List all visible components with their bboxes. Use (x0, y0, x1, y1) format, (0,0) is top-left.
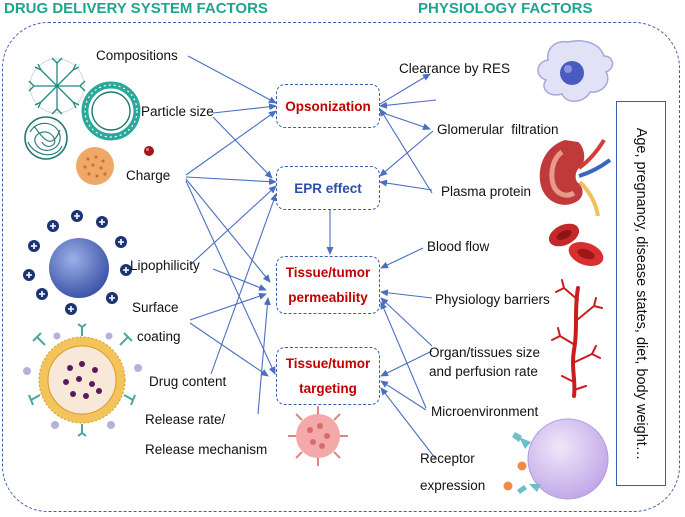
label-release-rate: Release rate/ (145, 412, 226, 427)
box-epr-effect: EPR effect (276, 166, 380, 210)
kidney-icon (539, 138, 612, 217)
label-glomerular-filtration: Glomerular filtration (437, 122, 559, 137)
side-note-box: Age, pregnancy, disease states, diet, bo… (616, 101, 666, 486)
box-opsonization-label: Opsonization (285, 98, 371, 114)
red-blood-cell-icon (548, 223, 604, 267)
box-permeability-line1: Tissue/tumor (285, 265, 371, 280)
diagram-frame (2, 22, 680, 512)
liposome-drug-icon (23, 323, 142, 437)
polymer-nanoparticle-icon (24, 116, 68, 160)
label-plasma-protein: Plasma protein (441, 184, 532, 199)
label-clearance-res: Clearance by RES (399, 61, 511, 76)
label-coating: coating (137, 329, 181, 344)
macrophage-icon (537, 40, 614, 102)
label-release-mechanism: Release mechanism (145, 442, 268, 457)
label-receptor: Receptor (420, 451, 475, 466)
charged-particle-icon (23, 210, 132, 315)
side-note-text: Age, pregnancy, disease states, diet, bo… (633, 127, 649, 460)
dendrimer-icon (28, 57, 86, 115)
small-particle-icon (144, 146, 154, 156)
label-drug-content: Drug content (149, 374, 227, 389)
target-cell-icon (503, 418, 609, 500)
box-opsonization: Opsonization (276, 84, 380, 128)
box-permeability-line2: permeability (288, 290, 368, 305)
solid-nanoparticle-icon (76, 147, 114, 185)
box-targeting-line2: targeting (299, 381, 357, 396)
label-surface: Surface (132, 300, 179, 315)
liposome-icon (81, 81, 141, 141)
box-targeting-line1: Tissue/tumor (285, 356, 371, 371)
label-perfusion-rate: and perfusion rate (429, 364, 538, 379)
label-compositions: Compositions (96, 48, 178, 63)
blood-vessel-icon (551, 279, 603, 398)
box-permeability: Tissue/tumor permeability (276, 256, 380, 314)
label-blood-flow: Blood flow (427, 239, 490, 254)
box-targeting: Tissue/tumor targeting (276, 347, 380, 405)
label-microenvironment: Microenvironment (431, 404, 539, 419)
tumor-cell-icon (288, 406, 348, 466)
header-drug-delivery: DRUG DELIVERY SYSTEM FACTORS (4, 0, 268, 17)
label-expression: expression (420, 478, 486, 493)
label-physiology-barriers: Physiology barriers (435, 292, 550, 307)
header-physiology: PHYSIOLOGY FACTORS (418, 0, 593, 17)
label-organ-size: Organ/tissues size (429, 345, 541, 360)
box-epr-label: EPR effect (294, 180, 362, 196)
label-charge: Charge (126, 168, 171, 183)
label-particle-size: Particle size (141, 104, 214, 119)
label-lipophilicity: Lipophilicity (130, 258, 200, 273)
